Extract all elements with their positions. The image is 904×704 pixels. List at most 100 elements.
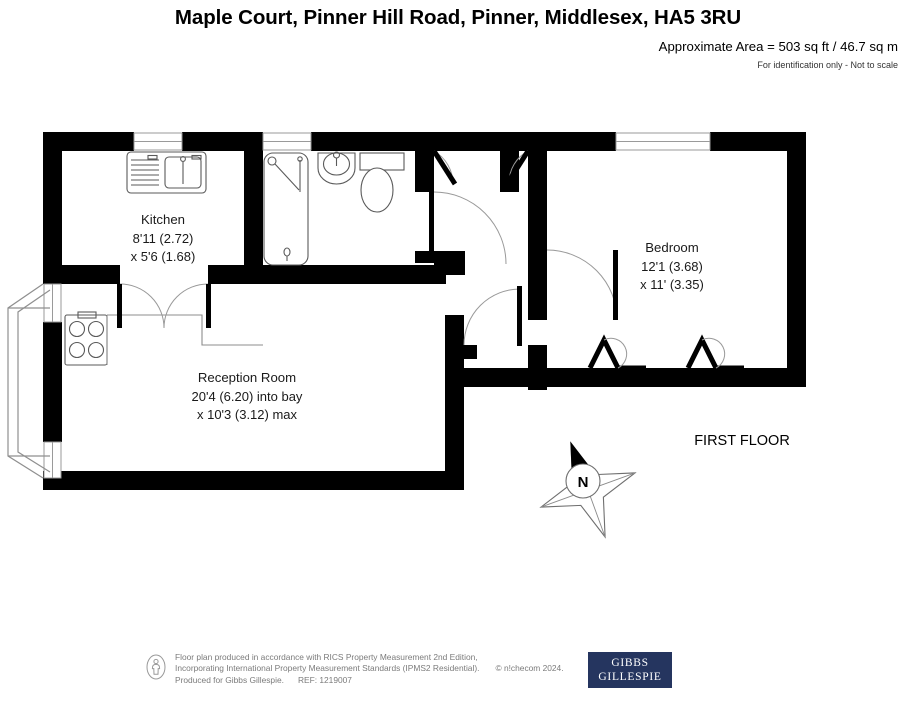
wall-hall-reception-a bbox=[415, 251, 465, 263]
door-reception-lower-leaf bbox=[517, 286, 522, 346]
wall-kitchen-bathroom bbox=[244, 132, 263, 284]
floor-level-label: FIRST FLOOR bbox=[694, 433, 790, 449]
wall-reception-right bbox=[445, 315, 464, 490]
wardrobe-left-zigzag bbox=[587, 334, 646, 371]
sink-control-b bbox=[191, 154, 202, 160]
room-label-kitchen: Kitchen bbox=[141, 212, 185, 227]
room-dim-bedroom-2: x 11' (3.35) bbox=[640, 277, 704, 292]
information-person-icon bbox=[146, 654, 166, 680]
wall-bedroom-bottom bbox=[528, 368, 806, 387]
door-reception-lower-arc bbox=[463, 288, 521, 346]
door-bedroom-leaf bbox=[613, 250, 618, 320]
door-kitchen-right-leaf bbox=[206, 284, 211, 328]
toilet-pan bbox=[360, 167, 394, 213]
agency-logo: GIBBS GILLESPIE bbox=[588, 652, 672, 688]
sink-tap bbox=[180, 156, 186, 162]
kitchen-fixtures bbox=[64, 151, 263, 366]
windows-group bbox=[43, 132, 711, 479]
basin-icon bbox=[317, 151, 356, 185]
wall-reception-notch bbox=[445, 345, 477, 359]
door-cupboard-leaf bbox=[504, 149, 531, 186]
wall-kitchen-bottom-left bbox=[43, 265, 120, 284]
door-kitchen-double bbox=[117, 283, 211, 329]
door-bedroom bbox=[546, 249, 618, 321]
wall-right-outer bbox=[787, 132, 806, 387]
floor-plan-drawing: Kitchen 8'11 (2.72) x 5'6 (1.68) Recepti… bbox=[7, 132, 806, 539]
wall-bathroom-bottom bbox=[244, 265, 446, 284]
bay-window-inner bbox=[17, 289, 51, 473]
basin-bowl bbox=[317, 152, 356, 185]
plan-header: Maple Court, Pinner Hill Road, Pinner, M… bbox=[0, 0, 904, 70]
footer-reference: REF: 1219007 bbox=[297, 674, 352, 685]
wall-hall-stub-b bbox=[455, 132, 510, 151]
toilet-icon bbox=[359, 152, 405, 213]
wall-left-upper bbox=[43, 132, 62, 284]
wall-reception-bottom bbox=[43, 471, 464, 490]
bath-icon bbox=[263, 152, 309, 266]
compass-hub bbox=[565, 463, 601, 499]
wall-top-mid-a bbox=[182, 132, 263, 151]
agency-logo-line-2: GILLESPIE bbox=[598, 671, 662, 683]
room-dim-reception-2: x 10'3 (3.12) max bbox=[197, 407, 298, 422]
bay-window-outer bbox=[7, 283, 44, 479]
door-hall-reception bbox=[429, 188, 507, 265]
wardrobe-left-arc bbox=[603, 337, 628, 369]
door-bathroom-leaf bbox=[431, 149, 458, 186]
door-hall-reception-leaf bbox=[429, 188, 434, 260]
footer-line-1: Floor plan produced in accordance with R… bbox=[175, 652, 478, 662]
wall-left-mid bbox=[43, 322, 62, 442]
wardrobe-arcs bbox=[603, 337, 726, 369]
footer-copyright: © n!checom 2024. bbox=[495, 663, 564, 674]
wall-top-left bbox=[43, 132, 134, 151]
hob-controls bbox=[77, 311, 97, 319]
hob-icon bbox=[64, 311, 108, 366]
floor-plan-canvas: Kitchen 8'11 (2.72) x 5'6 (1.68) Recepti… bbox=[0, 100, 904, 570]
bath-shower-head bbox=[267, 156, 277, 166]
kitchen-worktop-outline bbox=[106, 314, 263, 365]
door-kitchen-left-arc bbox=[119, 283, 165, 329]
wall-hall-stub-a bbox=[415, 132, 453, 151]
wall-hall-bottom bbox=[446, 368, 546, 387]
scale-disclaimer-text: For identification only - Not to scale bbox=[757, 60, 898, 70]
door-reception-lower bbox=[463, 286, 522, 346]
wall-top-right bbox=[710, 132, 806, 151]
plan-footer: Floor plan produced in accordance with R… bbox=[0, 648, 904, 704]
footer-line-3: Produced for Gibbs Gillespie. bbox=[175, 674, 284, 685]
bay-window bbox=[7, 283, 51, 479]
wall-hall-bedroom bbox=[528, 220, 547, 320]
basin-inner bbox=[322, 152, 351, 176]
approximate-area-text: Approximate Area = 503 sq ft / 46.7 sq m bbox=[658, 39, 898, 54]
door-kitchen-left-leaf bbox=[117, 284, 122, 328]
bath-outline bbox=[263, 152, 309, 266]
page-title: Maple Court, Pinner Hill Road, Pinner, M… bbox=[174, 6, 742, 29]
room-dim-bedroom-1: 12'1 (3.68) bbox=[641, 259, 703, 274]
footer-line-2: Incorporating International Property Mea… bbox=[175, 663, 480, 674]
wardrobe-right-arc bbox=[701, 337, 726, 369]
door-cupboard bbox=[504, 149, 531, 186]
wardrobe-group bbox=[587, 334, 744, 371]
walls-group bbox=[43, 132, 806, 490]
toilet-cistern bbox=[359, 152, 405, 171]
wall-hall-reception-b bbox=[434, 263, 465, 275]
door-bathroom bbox=[431, 149, 458, 186]
room-dim-kitchen-2: x 5'6 (1.68) bbox=[131, 249, 196, 264]
doors-group bbox=[117, 149, 618, 346]
bathroom-fixtures bbox=[263, 151, 405, 266]
door-hall-reception-arc bbox=[433, 191, 507, 265]
door-bedroom-arc bbox=[546, 249, 618, 321]
room-dim-kitchen-1: 8'11 (2.72) bbox=[133, 231, 194, 246]
bath-rail-knob bbox=[297, 156, 303, 162]
sink-icon bbox=[126, 151, 207, 194]
room-labels-group: Kitchen 8'11 (2.72) x 5'6 (1.68) Recepti… bbox=[131, 212, 704, 422]
room-dim-reception-1: 20'4 (6.20) into bay bbox=[192, 389, 303, 404]
hob-ring-3 bbox=[68, 341, 86, 359]
bath-shower-hose bbox=[274, 163, 300, 191]
hob-ring-2 bbox=[87, 320, 105, 338]
sink-outline bbox=[126, 151, 207, 194]
door-kitchen-right-arc bbox=[163, 283, 209, 329]
hob-ring-1 bbox=[68, 320, 86, 338]
hob-ring-4 bbox=[87, 341, 105, 359]
agency-logo-line-1: GIBBS bbox=[611, 657, 649, 669]
compass-rose: N bbox=[539, 441, 637, 539]
sink-control-a bbox=[147, 154, 158, 160]
